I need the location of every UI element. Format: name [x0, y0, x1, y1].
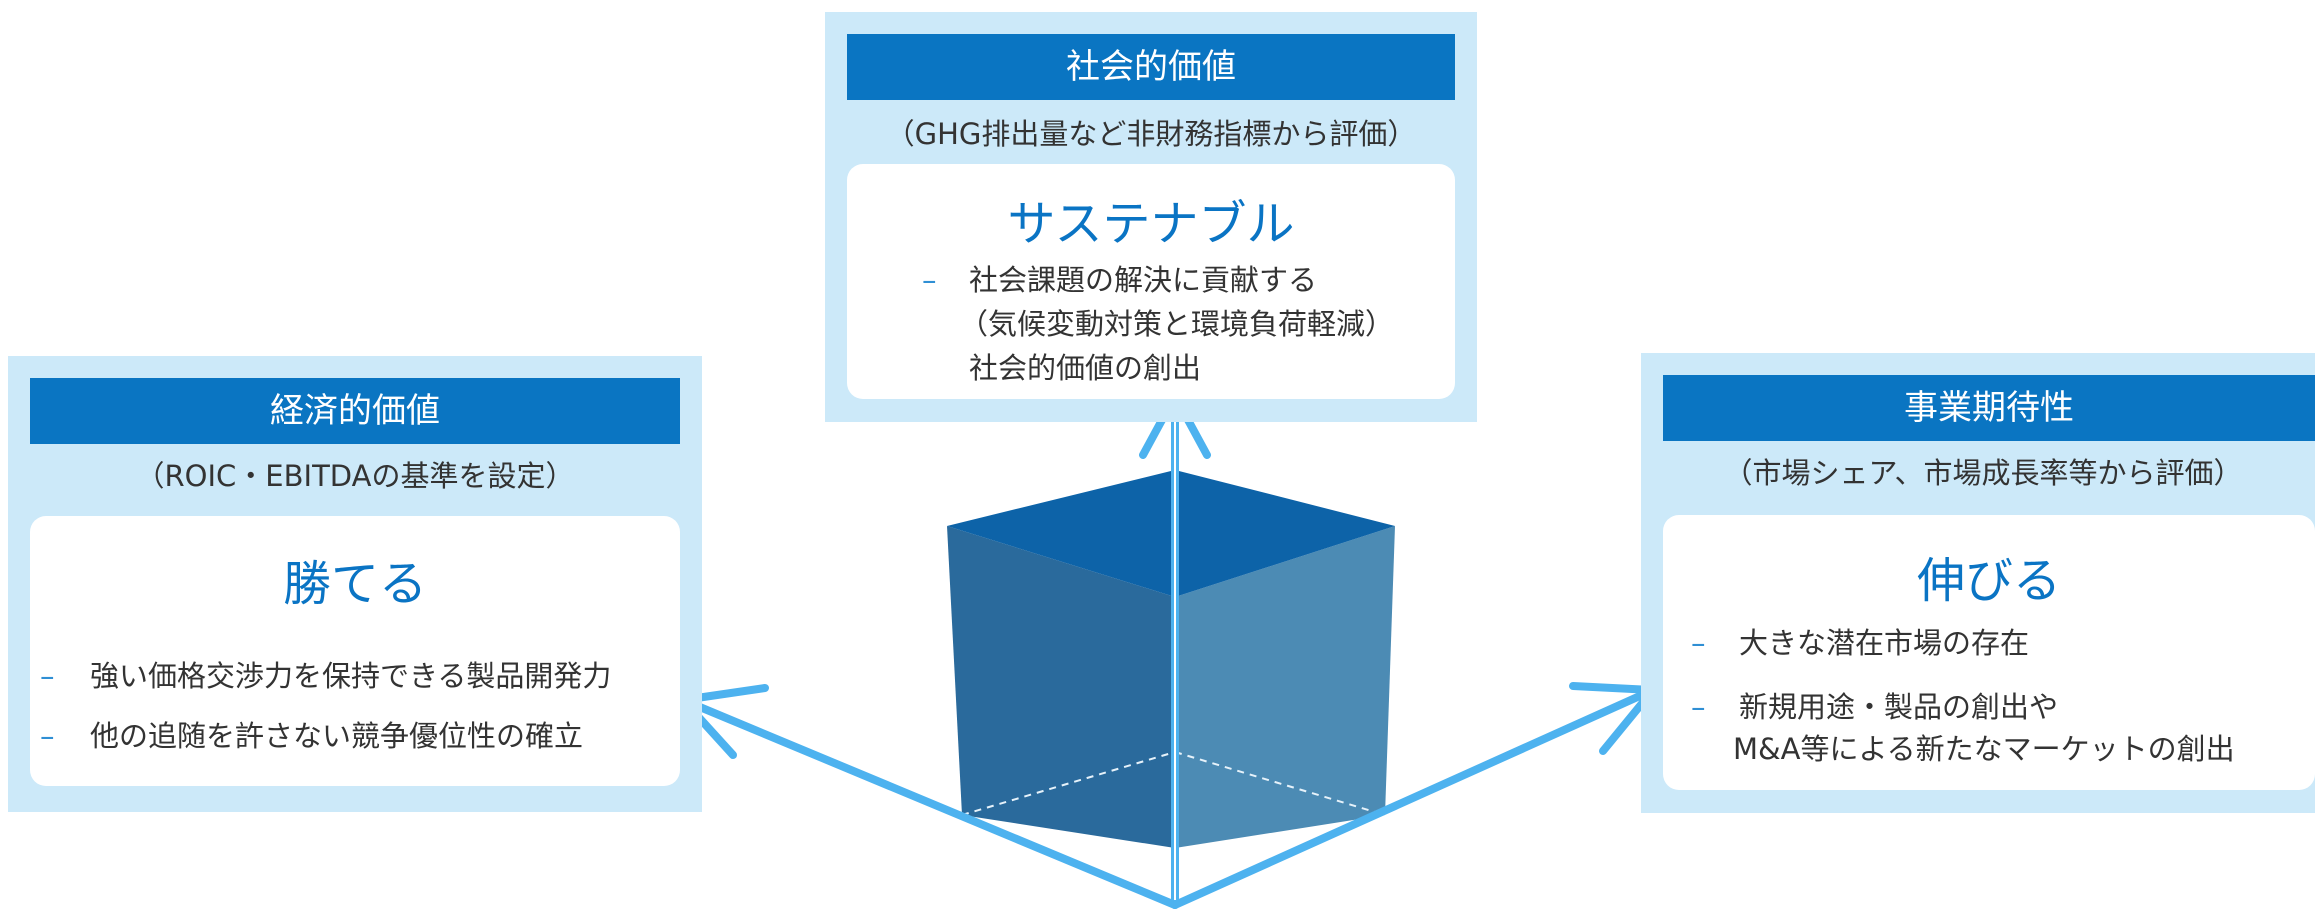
bullet-marker: –	[1691, 690, 1706, 724]
cube	[947, 470, 1395, 848]
social-bullet-line-3: 社会的価値の創出	[969, 351, 1202, 385]
bullet-marker: –	[40, 719, 55, 753]
growth-expectation-header: 事業期待性	[1663, 375, 2315, 441]
growth-expectation-title: 伸びる	[1916, 553, 2061, 609]
cube-left-face	[947, 526, 1175, 848]
economic-value-panel: 経済的価値 （ROIC・EBITDAの基準を設定） 勝てる – 強い価格交渉力を…	[8, 356, 702, 812]
growth-expectation-panel: 事業期待性 （市場シェア、市場成長率等から評価） 伸びる – 大きな潜在市場の存…	[1641, 353, 2315, 813]
social-value-subtitle: （GHG排出量など非財務指標から評価）	[885, 117, 1417, 151]
left-axis-arrow	[679, 696, 1179, 909]
bullet-marker: –	[1691, 626, 1706, 660]
economic-value-card: 勝てる – 強い価格交渉力を保持できる製品開発力 – 他の追随を許さない競争優位…	[30, 516, 680, 786]
right-axis-arrow	[1171, 686, 1657, 909]
economic-bullet-1: 強い価格交渉力を保持できる製品開発力	[90, 659, 612, 693]
growth-expectation-card: 伸びる – 大きな潜在市場の存在 – 新規用途・製品の創出や M&A等による新た…	[1663, 515, 2315, 790]
cube-hidden-edge	[1174, 751, 1386, 816]
social-value-title: サステナブル	[1007, 196, 1295, 252]
bullet-marker: –	[40, 659, 55, 693]
growth-bullet-2-line-2: M&A等による新たなマーケットの創出	[1733, 732, 2235, 766]
economic-value-subtitle: （ROIC・EBITDAの基準を設定）	[135, 459, 575, 493]
growth-bullet-1: 大きな潜在市場の存在	[1739, 626, 2030, 660]
economic-value-title: 勝てる	[282, 556, 427, 612]
bullet-marker: –	[922, 263, 937, 297]
social-bullet-line-1: 社会課題の解決に貢献する	[969, 263, 1318, 297]
growth-bullet-2-line-1: 新規用途・製品の創出や	[1739, 690, 2059, 724]
cube-hidden-edge	[961, 751, 1176, 816]
growth-expectation-subtitle: （市場シェア、市場成長率等から評価）	[1723, 456, 2243, 490]
social-value-card: サステナブル – 社会課題の解決に貢献する （気候変動対策と環境負荷軽減） 社会…	[847, 164, 1455, 399]
economic-value-header: 経済的価値	[30, 378, 680, 444]
social-bullet-line-2: （気候変動対策と環境負荷軽減）	[959, 307, 1395, 341]
social-value-panel: 社会的価値 （GHG排出量など非財務指標から評価） サステナブル – 社会課題の…	[825, 12, 1477, 422]
social-value-header: 社会的価値	[847, 34, 1455, 100]
economic-bullet-2: 他の追随を許さない競争優位性の確立	[90, 719, 584, 753]
